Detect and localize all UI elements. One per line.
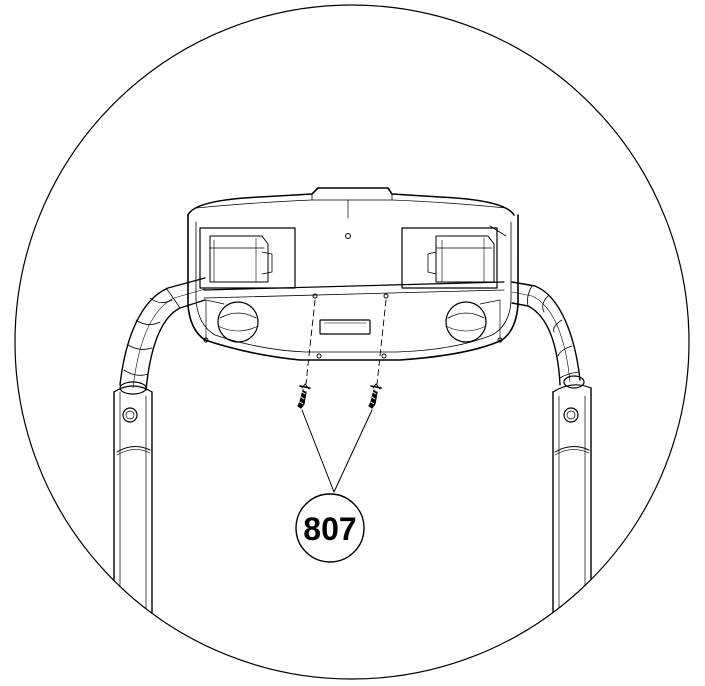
left-handlebar [119,277,206,395]
detail-view-circle [14,4,690,680]
left-tube-bolt-hole [122,407,138,423]
right-round-boss [445,299,501,343]
right-tube-bolt-hole [563,407,579,423]
left-mount-bracket [199,227,296,289]
part-callout-circle [295,493,365,563]
right-handlebar [511,281,585,389]
screw-807-left [297,299,316,409]
console-top-screw [345,233,351,239]
screw-hole-right [383,293,389,299]
part-number-label: 807 [303,511,356,547]
leader-line-left [301,409,335,493]
part-callout: 807 [295,493,365,563]
leader-line-right [333,409,373,493]
left-round-boss [205,299,259,343]
screw-807-right [368,299,387,409]
right-mount-bracket [401,225,507,289]
console-center-plate [319,319,371,335]
screw-hole-left [312,293,318,299]
console-housing [187,187,519,361]
